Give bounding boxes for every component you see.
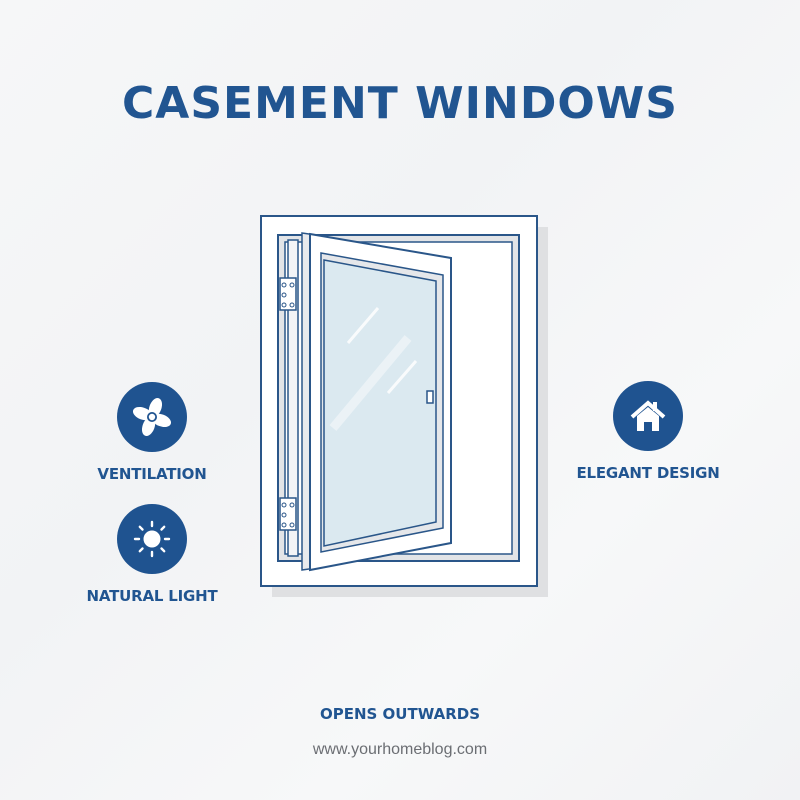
website-url: www.yourhomeblog.com — [312, 741, 488, 758]
feature-elegant-design: ELEGANT DESIGN — [576, 381, 720, 482]
sun-icon — [117, 504, 187, 574]
page-title: CASEMENT WINDOWS — [122, 78, 678, 129]
house-icon — [613, 381, 683, 451]
casement-window-illustration — [260, 215, 548, 597]
hinge-top — [279, 277, 297, 311]
feature-label: ELEGANT DESIGN — [576, 464, 720, 482]
hinge-bottom — [279, 497, 297, 531]
fan-icon — [117, 382, 187, 452]
caption-opens-outwards: OPENS OUTWARDS — [319, 705, 481, 723]
feature-natural-light: NATURAL LIGHT — [82, 504, 222, 605]
feature-ventilation: VENTILATION — [82, 382, 222, 483]
feature-label: VENTILATION — [97, 465, 207, 483]
feature-label: NATURAL LIGHT — [86, 587, 218, 605]
